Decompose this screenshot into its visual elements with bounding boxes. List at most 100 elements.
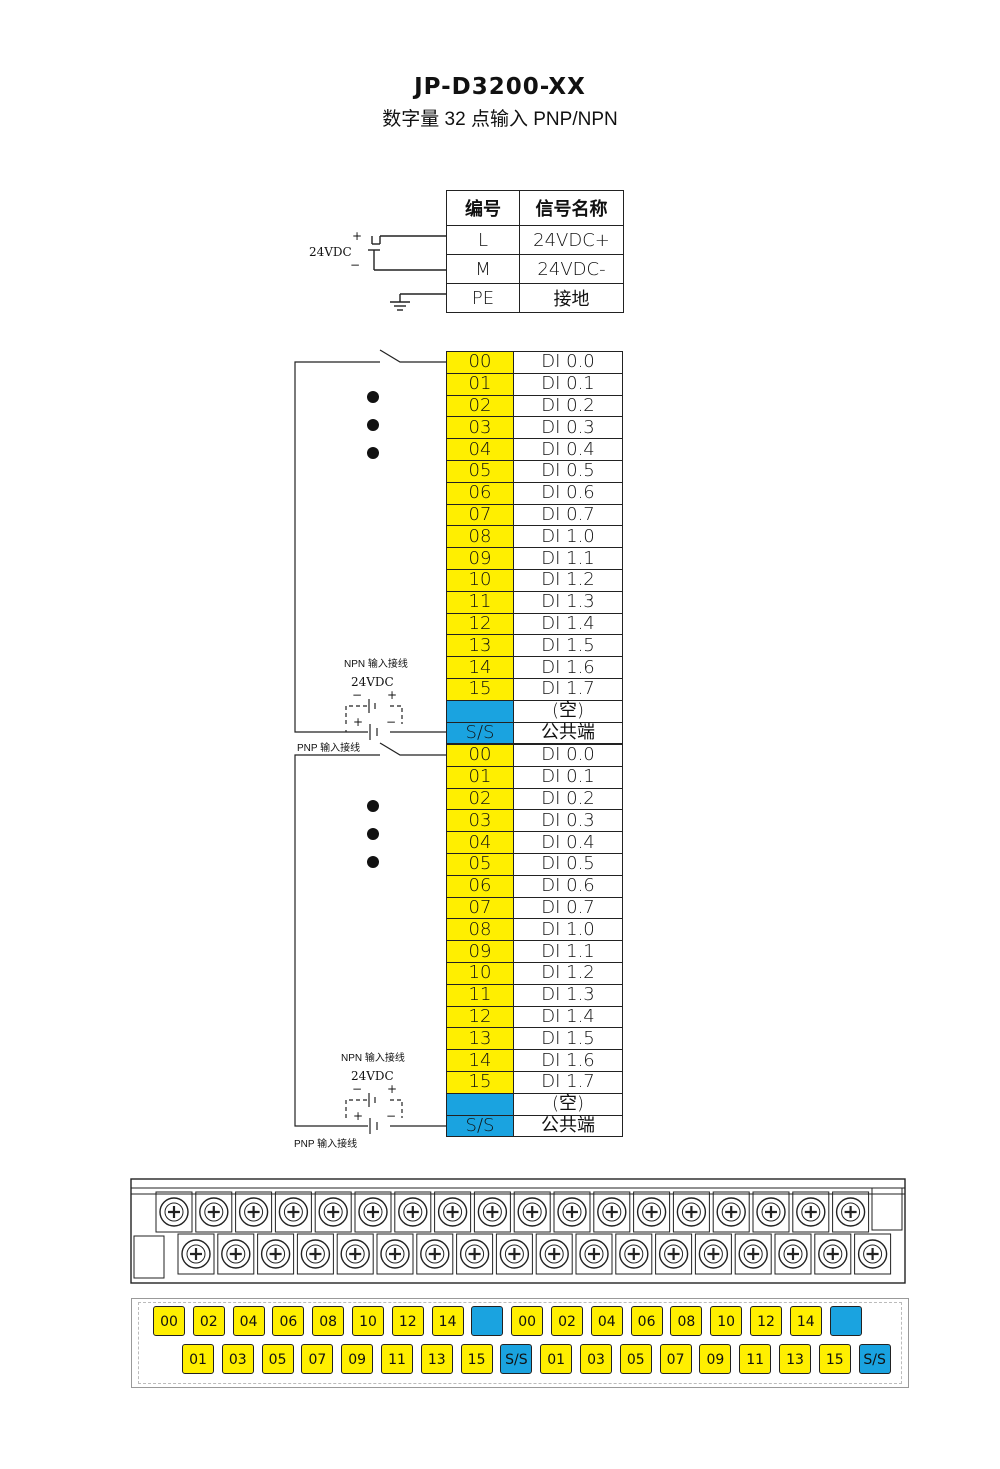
screw-housing xyxy=(513,1191,551,1233)
screw-head xyxy=(544,1244,564,1264)
screw-housing xyxy=(354,1191,392,1233)
io-signal-name: DI 0.2 xyxy=(513,394,623,418)
screw-housing xyxy=(235,1191,273,1233)
screw-slot xyxy=(406,1206,419,1218)
terminal-label-chip: 02 xyxy=(551,1306,583,1336)
screw-icon xyxy=(499,1239,530,1269)
terminal-number: M xyxy=(446,254,520,284)
screw-icon xyxy=(716,1197,746,1227)
pnp-wiring-label: PNP 输入接线 xyxy=(294,1139,358,1150)
io-signal-name: DI 0.1 xyxy=(513,765,623,789)
io-terminal-number: 07 xyxy=(446,503,514,527)
io-row: (空) xyxy=(446,1092,623,1116)
screw-icon xyxy=(159,1197,189,1227)
screw-housing xyxy=(495,1233,533,1275)
terminal-label-chip: 01 xyxy=(182,1344,214,1374)
io-terminal-number: 10 xyxy=(446,568,514,592)
terminal-label-chip: S/S xyxy=(858,1344,891,1374)
screw-slot xyxy=(446,1206,459,1218)
plus-sign: + xyxy=(387,688,398,702)
screw-slot xyxy=(486,1206,499,1218)
io-signal-name: DI 0.1 xyxy=(513,372,623,396)
terminal-label-chip: 06 xyxy=(630,1306,663,1336)
screw-housing xyxy=(336,1233,374,1275)
io-signal-name: DI 0.5 xyxy=(513,852,623,876)
screw-housing xyxy=(456,1233,494,1275)
screw-housing xyxy=(177,1233,215,1275)
io-terminal-number: 10 xyxy=(446,961,514,985)
terminal-label-chip: 05 xyxy=(261,1344,294,1374)
io-signal-name: DI 1.6 xyxy=(513,656,623,679)
terminal-label-chip: 04 xyxy=(232,1306,265,1336)
terminal-label-chip: 00 xyxy=(153,1306,185,1336)
screw-housing xyxy=(376,1233,414,1275)
ellipsis-dot xyxy=(367,391,379,403)
screw-housing xyxy=(195,1191,233,1233)
terminal-block-end-cap xyxy=(871,1187,903,1231)
screw-icon xyxy=(221,1239,251,1269)
screw-slot xyxy=(327,1206,340,1218)
ellipsis-dot xyxy=(367,800,379,812)
terminal-label-chip: 03 xyxy=(580,1344,612,1374)
terminal-label-chip: 08 xyxy=(670,1306,703,1336)
screw-housing xyxy=(553,1191,591,1233)
screw-icon xyxy=(756,1197,786,1227)
screw-icon xyxy=(539,1239,569,1269)
io-signal-name: DI 0.6 xyxy=(513,874,623,898)
screw-slot xyxy=(645,1206,658,1218)
terminal-label-chip: 08 xyxy=(312,1306,345,1336)
screw-slot xyxy=(287,1206,300,1218)
input-wiring-diagram xyxy=(294,349,446,1134)
io-signal-name: DI 0.0 xyxy=(513,744,623,767)
screw-head xyxy=(504,1244,524,1264)
io-signal-name: DI 0.5 xyxy=(513,459,623,483)
plus-sign: + xyxy=(353,715,364,729)
terminal-label-chip: S/S xyxy=(500,1344,533,1374)
screw-head xyxy=(266,1244,286,1264)
terminal-number: PE xyxy=(446,283,520,313)
screw-slot xyxy=(804,1206,817,1218)
terminal-label-chip: 10 xyxy=(352,1306,384,1336)
screw-housing xyxy=(257,1233,295,1275)
io-terminal-number xyxy=(446,1092,514,1116)
io-signal-name: DI 1.5 xyxy=(513,1027,623,1051)
io-signal-name: DI 1.3 xyxy=(513,590,623,614)
npn-wiring-label: NPN 输入接线 xyxy=(341,1053,405,1064)
io-terminal-number: 00 xyxy=(446,744,514,767)
io-terminal-number: 11 xyxy=(446,590,514,614)
screw-head xyxy=(482,1202,502,1222)
screw-slot xyxy=(765,1206,777,1218)
io-signal-name: DI 1.6 xyxy=(513,1049,623,1072)
switch-contact xyxy=(379,742,446,756)
screw-icon xyxy=(459,1239,490,1269)
screw-slot xyxy=(866,1248,879,1260)
io-terminal-number: 09 xyxy=(446,940,514,963)
plus-sign: + xyxy=(353,1109,364,1123)
io-signal-name: DI 1.2 xyxy=(513,961,623,985)
screw-housing xyxy=(217,1233,255,1275)
screw-icon xyxy=(636,1197,667,1227)
screw-icon xyxy=(857,1239,888,1269)
ellipsis-dot xyxy=(367,447,379,459)
screw-housing xyxy=(655,1233,693,1275)
io-terminal-number: 08 xyxy=(446,525,514,549)
screw-head xyxy=(664,1244,684,1264)
screw-icon xyxy=(340,1239,370,1269)
header-signal-name: 信号名称 xyxy=(519,190,624,226)
io-terminal-number: 01 xyxy=(446,372,514,396)
screw-icon xyxy=(597,1197,627,1227)
ellipsis-dot xyxy=(367,419,379,431)
screw-housing xyxy=(814,1233,852,1275)
io-signal-name: DI 0.6 xyxy=(513,481,623,505)
screw-slot xyxy=(605,1206,618,1218)
screw-slot xyxy=(667,1248,680,1260)
plus-sign: + xyxy=(387,1082,398,1096)
switch-contact xyxy=(379,349,446,363)
